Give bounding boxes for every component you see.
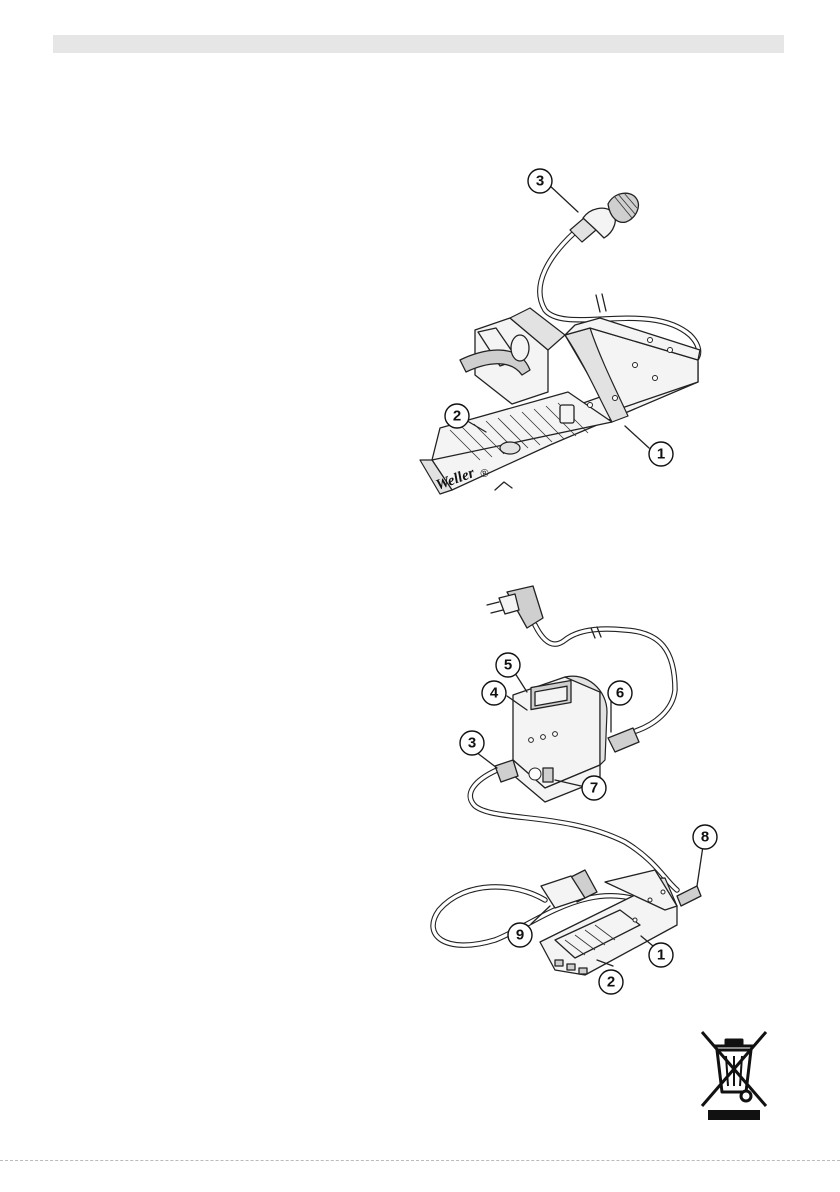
svg-text:4: 4 [490,685,499,702]
crown-mark [495,482,512,490]
svg-text:1: 1 [657,446,665,463]
figure-top-device: Weller ® 3 2 1 [400,160,700,510]
figure-bottom-station: 5 4 6 3 7 8 9 1 2 [415,580,715,1000]
svg-text:2: 2 [453,408,461,425]
svg-text:3: 3 [536,173,544,190]
svg-text:6: 6 [616,685,624,702]
svg-text:3: 3 [468,735,476,752]
header-bar [53,35,784,53]
appliance-connector [608,728,639,752]
svg-text:9: 9 [516,927,524,944]
callout-3-bottom: 3 [460,731,484,755]
mains-plug [487,586,543,628]
connector-plug [570,193,638,242]
callout-2-bottom: 2 [599,970,623,994]
svg-text:8: 8 [701,829,709,846]
callout-1-bottom: 1 [649,943,673,967]
callout-3: 3 [528,169,552,193]
svg-text:2: 2 [607,974,615,991]
crossed-out-wheelie-bin-icon [696,1026,772,1120]
callout-4: 4 [482,681,506,705]
svg-text:1: 1 [657,947,665,964]
svg-text:5: 5 [504,657,512,674]
callout-6: 6 [608,681,632,705]
svg-text:7: 7 [590,780,598,797]
callout-2: 2 [445,404,469,428]
callout-1: 1 [649,442,673,466]
callout-7: 7 [582,776,606,800]
callout-5: 5 [496,653,520,677]
page-footer-rule [0,1160,840,1162]
callout-8: 8 [693,825,717,849]
callout-9: 9 [508,923,532,947]
